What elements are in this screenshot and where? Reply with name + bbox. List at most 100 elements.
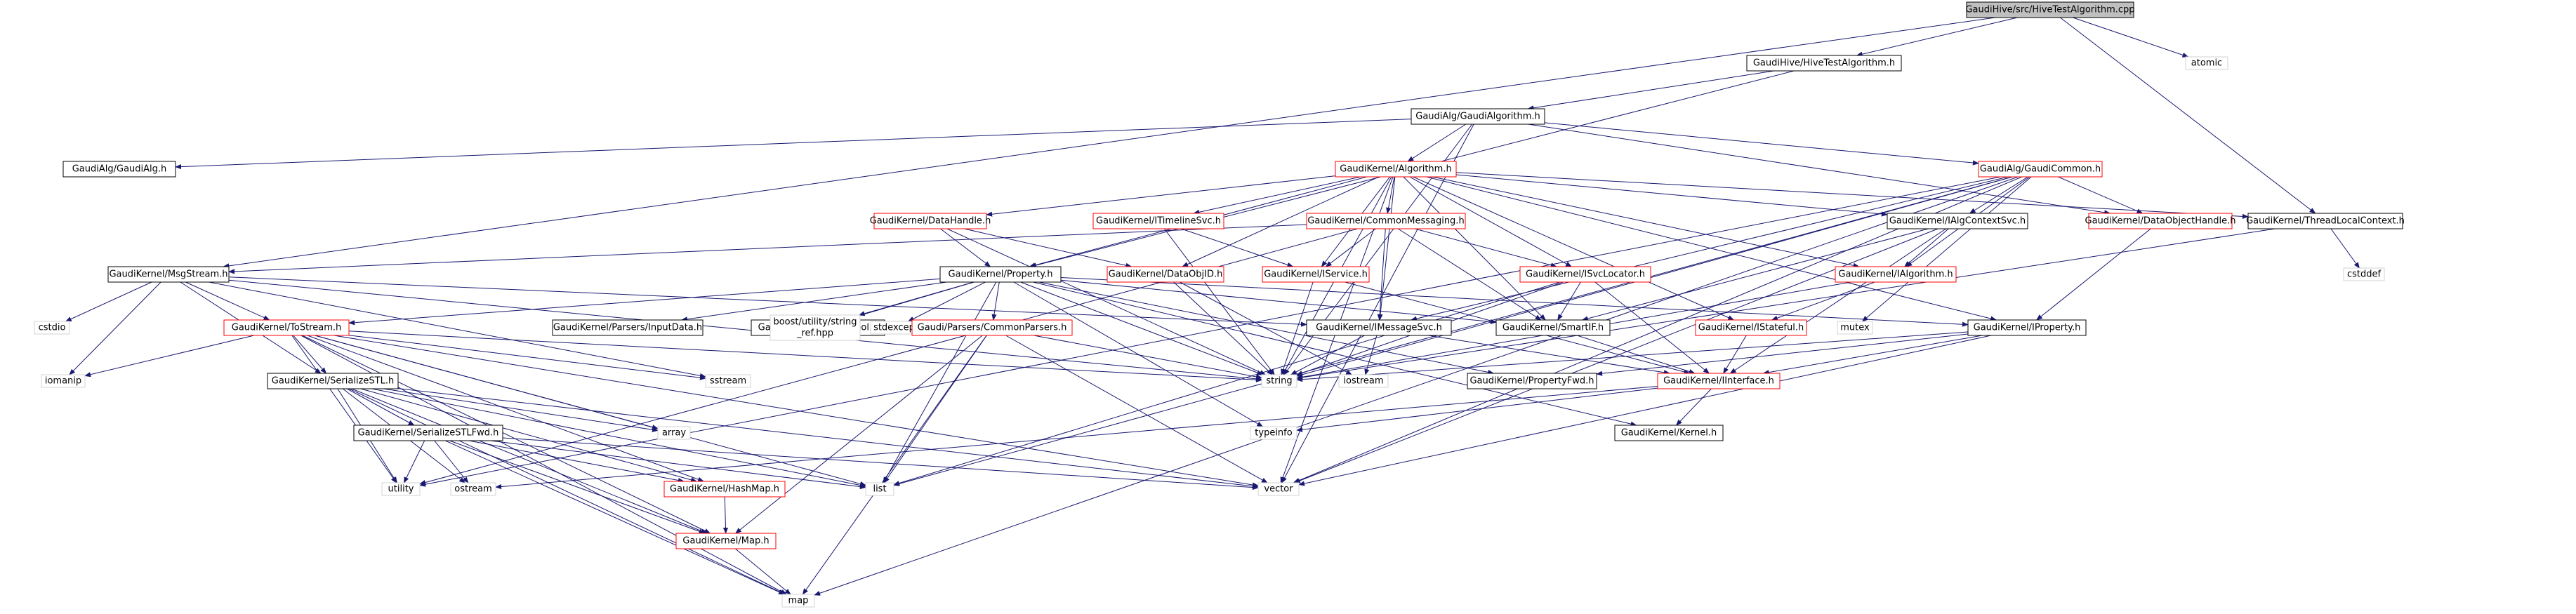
node-iproperty-h[interactable]: GaudiKernel/IProperty.h <box>1967 319 2087 336</box>
edge-serialize_stl_fwd_h-to-hash_map_h <box>468 440 685 483</box>
edge-iservice_h-to-string <box>1281 281 1314 375</box>
edge-gaudi_common_h-to-string <box>1296 176 2013 378</box>
node-root[interactable]: GaudiHive/src/HiveTestAlgorithm.cpp <box>1965 1 2135 18</box>
node-label: GaudiKernel/IInterface.h <box>1663 376 1774 387</box>
edge-ialgorithm_h-to-istateful_h <box>1771 281 1875 321</box>
node-box <box>865 482 894 496</box>
edge-gaudi_common_h-to-mutex <box>1861 176 2032 322</box>
edge-to_stream_h-to-hash_map_h <box>307 335 705 482</box>
dependency-nodes: GaudiHive/src/HiveTestAlgorithm.cppGaudi… <box>34 1 2405 608</box>
edge-algorithm_h-to-ialg_context_svc_h <box>1455 174 1888 217</box>
node-input-data-h[interactable]: GaudiKernel/Parsers/InputData.h <box>552 319 704 336</box>
edge-gaudi_common_h-to-list <box>893 176 2013 486</box>
edge-common_messaging_h-to-iservice_h <box>1325 228 1376 267</box>
edge-ialg_context_svc_h-to-iinterface_h <box>1729 228 1946 374</box>
node-box <box>873 213 987 229</box>
node-iservice-h[interactable]: GaudiKernel/IService.h <box>1262 266 1370 283</box>
node-boost-string-ref: boost/utility/string_ref.hpp <box>770 314 861 341</box>
edge-itimeline_svc_h-to-string <box>1163 228 1275 375</box>
node-data-object-handle-h[interactable]: GaudiKernel/DataObjectHandle.h <box>2085 213 2236 229</box>
edge-common_parsers_h-to-list <box>883 335 987 483</box>
edge-property_h-to-input_data_h <box>680 281 947 322</box>
node-gaudi-algorithm-h[interactable]: GaudiAlg/GaudiAlgorithm.h <box>1411 108 1545 125</box>
node-gaudi-common-h[interactable]: GaudiAlg/GaudiCommon.h <box>1978 161 2103 178</box>
edge-property_h-to-list <box>883 281 997 483</box>
node-box <box>1887 213 2028 229</box>
node-algorithm-h[interactable]: GaudiKernel/Algorithm.h <box>1335 161 1457 178</box>
node-label: GaudiKernel/MsgStream.h <box>109 269 227 280</box>
node-box <box>1967 319 2087 336</box>
node-box <box>1306 319 1452 336</box>
edge-iproperty_h-to-string <box>1296 331 1969 382</box>
node-property-h[interactable]: GaudiKernel/Property.h <box>939 266 1062 283</box>
edge-algorithm_h-to-istateful_h <box>1413 176 1735 321</box>
node-label: typeinfo <box>1255 428 1292 439</box>
node-ostream: ostream <box>450 482 496 496</box>
node-box <box>1495 319 1611 336</box>
edge-root-to-msg_stream_h <box>223 17 1995 269</box>
edge-property_h-to-typeinfo <box>1013 281 1264 427</box>
node-map-h[interactable]: GaudiKernel/Map.h <box>675 533 777 549</box>
node-hash-map-h[interactable]: GaudiKernel/HashMap.h <box>663 481 786 498</box>
node-smart-if-h[interactable]: GaudiKernel/SmartIF.h <box>1495 319 1611 336</box>
dependency-edges <box>65 17 2360 596</box>
edge-property_h-to-boost_string_ref <box>858 281 974 316</box>
node-label: GaudiKernel/HashMap.h <box>670 484 779 495</box>
node-serialize-stl-h[interactable]: GaudiKernel/SerializeSTL.h <box>267 373 399 389</box>
edge-root-to-atomic <box>2073 17 2189 58</box>
edge-property_h-to-stdexcept <box>907 281 986 322</box>
node-label: GaudiKernel/Property.h <box>949 269 1053 280</box>
node-atomic: atomic <box>2185 56 2228 70</box>
node-box <box>1411 108 1545 125</box>
node-thread-local-context-h[interactable]: GaudiKernel/ThreadLocalContext.h <box>2246 213 2405 229</box>
node-kernel-h[interactable]: GaudiKernel/Kernel.h <box>1614 425 1724 441</box>
node-box <box>781 594 815 608</box>
node-msg-stream-h[interactable]: GaudiKernel/MsgStream.h <box>107 266 230 283</box>
node-sstream: sstream <box>705 374 751 388</box>
node-itimeline-svc-h[interactable]: GaudiKernel/ITimelineSvc.h <box>1092 213 1224 229</box>
node-ialg-context-svc-h[interactable]: GaudiKernel/IAlgContextSvc.h <box>1887 213 2028 229</box>
node-iinterface-h[interactable]: GaudiKernel/IInterface.h <box>1657 373 1781 389</box>
node-gaudi-alg-h[interactable]: GaudiAlg/GaudiAlg.h <box>62 161 176 178</box>
node-imessage-svc-h[interactable]: GaudiKernel/IMessageSvc.h <box>1306 319 1452 336</box>
edge-to_stream_h-to-string <box>348 331 1262 382</box>
node-label: map <box>788 596 809 606</box>
node-box <box>34 321 70 335</box>
node-box <box>1092 213 1224 229</box>
node-box <box>2088 213 2233 229</box>
node-to-stream-h[interactable]: GaudiKernel/ToStream.h <box>223 319 350 336</box>
node-serialize-stl-fwd-h[interactable]: GaudiKernel/SerializeSTLFwd.h <box>353 425 503 441</box>
node-label: iomanip <box>45 376 81 387</box>
node-hive-test-h[interactable]: GaudiHive/HiveTestAlgorithm.h <box>1746 55 1902 72</box>
node-isvc-locator-h[interactable]: GaudiKernel/ISvcLocator.h <box>1519 266 1651 283</box>
node-property-fwd-h[interactable]: GaudiKernel/PropertyFwd.h <box>1467 373 1597 389</box>
edge-iproperty_h-to-vector <box>1298 335 1992 486</box>
edge-hive_test_h-to-gaudi_algorithm_h <box>1527 70 1774 111</box>
node-data-obj-id-h[interactable]: GaudiKernel/DataObjID.h <box>1107 266 1224 283</box>
node-typeinfo: typeinfo <box>1250 426 1297 440</box>
node-common-messaging-h[interactable]: GaudiKernel/CommonMessaging.h <box>1306 213 1466 229</box>
node-box <box>770 314 861 341</box>
node-box <box>223 319 350 336</box>
node-label: utility <box>388 484 414 495</box>
node-mutex: mutex <box>1837 321 1873 335</box>
node-iomanip: iomanip <box>41 374 86 388</box>
node-istateful-h[interactable]: GaudiKernel/IStateful.h <box>1695 319 1807 336</box>
edge-algorithm_h-to-iproperty_h <box>1426 176 1997 321</box>
node-common-parsers-h[interactable]: Gaudi/Parsers/CommonParsers.h <box>911 319 1073 336</box>
node-label: atomic <box>2191 58 2222 69</box>
edge-smart_if_h-to-iinterface_h <box>1577 335 1696 374</box>
edge-property_h-to-property_fwd_h <box>1038 281 1495 375</box>
node-box <box>1746 55 1902 72</box>
edge-root-to-hive_test_h <box>1856 17 2018 57</box>
edge-gaudi_common_h-to-ialg_context_svc_h <box>1969 176 2028 214</box>
edge-algorithm_h-to-data_handle_h <box>986 175 1336 217</box>
node-label: string <box>1266 376 1292 387</box>
node-label: _ref.hpp <box>796 328 833 339</box>
node-box <box>1335 161 1457 178</box>
node-ialgorithm-h[interactable]: GaudiKernel/IAlgorithm.h <box>1835 266 1957 283</box>
node-box <box>2343 267 2385 281</box>
node-data-handle-h[interactable]: GaudiKernel/DataHandle.h <box>870 213 991 229</box>
edge-algorithm_h-to-thread_local_context_h <box>1455 172 2249 219</box>
node-stdexcept: stdexcept <box>870 321 922 335</box>
